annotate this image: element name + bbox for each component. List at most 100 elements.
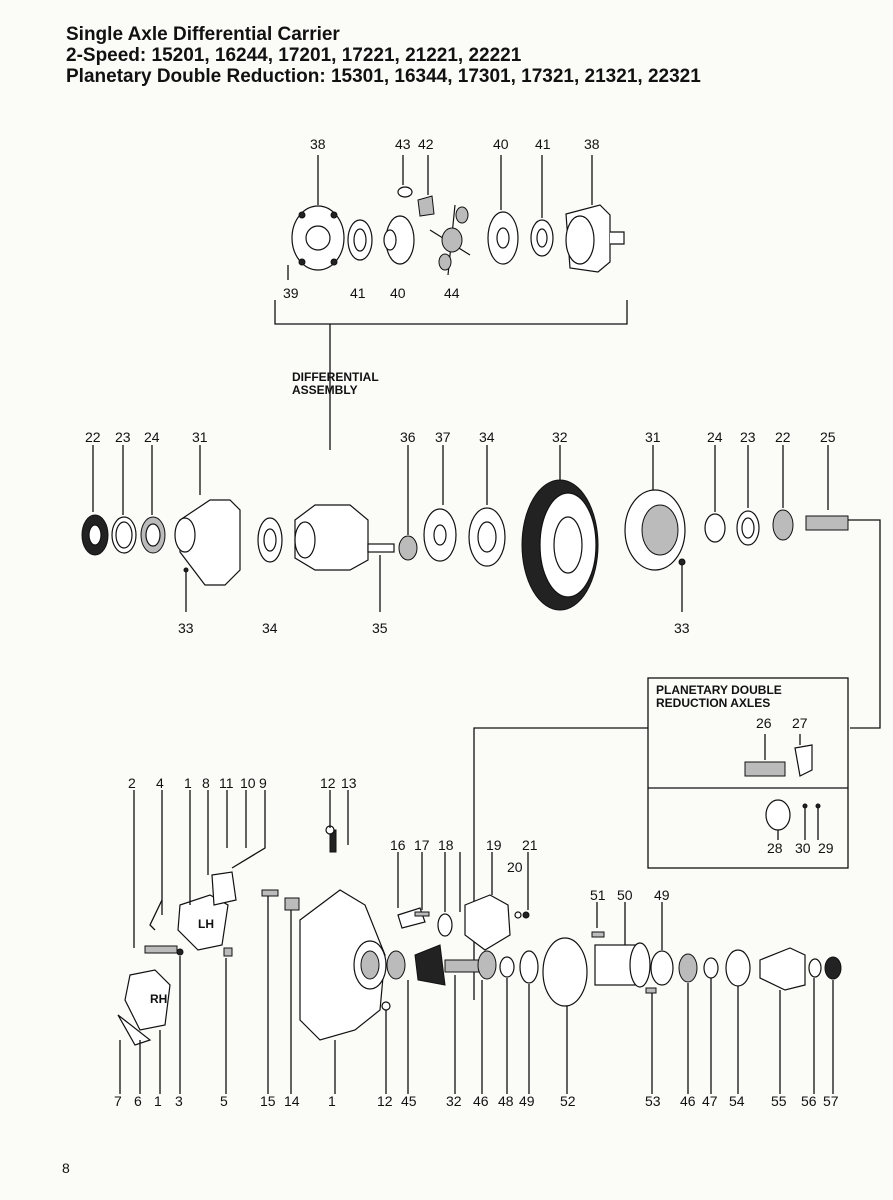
washer-34-left (257, 517, 283, 563)
callout-bottom-top-14: 20 (507, 859, 523, 875)
title-line-2: 2-Speed: 15201, 16244, 17201, 17221, 212… (66, 45, 522, 66)
pin-5 (223, 947, 233, 957)
bearing-46 (477, 950, 497, 980)
label-planetary: PLANETARY DOUBLE (656, 683, 782, 697)
plug-12b (381, 1001, 391, 1011)
label-reduction: REDUCTION AXLES (656, 696, 770, 710)
plug-21 (522, 911, 530, 919)
bearing-cone-22-left (81, 514, 109, 556)
callout-bottom-10: 32 (446, 1093, 462, 1109)
callout-bottom-top-11: 18 (438, 837, 454, 853)
diff-case-half-right (565, 204, 625, 273)
callout-bottom-8: 12 (377, 1093, 393, 1109)
callout-41a: 41 (535, 136, 551, 152)
callout-middle-2: 24 (144, 429, 160, 445)
bearing-cup-23-left (111, 516, 137, 554)
pin-35 (367, 543, 395, 553)
diff-case-half-left (291, 205, 345, 271)
spacer-47 (703, 957, 719, 979)
callout-bottom-top-1: 4 (156, 775, 164, 791)
callout-middle-4: 36 (400, 429, 416, 445)
washer-20 (514, 911, 522, 919)
callout-bottom-top-6: 9 (259, 775, 267, 791)
callout-bottom-1: 6 (134, 1093, 142, 1109)
callout-40a: 40 (493, 136, 509, 152)
callout-middle-7: 32 (552, 429, 568, 445)
bolt-15 (261, 889, 279, 897)
spacer-48 (499, 956, 515, 978)
cotter-7-6 (117, 1014, 152, 1046)
thrust-washer-41 (347, 219, 373, 261)
callout-bottom-top-5: 10 (240, 775, 256, 791)
seal-54 (725, 949, 751, 987)
callout-28: 28 (767, 840, 783, 856)
pin-17 (414, 911, 430, 917)
callout-bottom-top-16: 50 (617, 887, 633, 903)
plate-37 (423, 508, 457, 562)
bolt-53 (645, 987, 657, 994)
callout-bottom-13: 49 (519, 1093, 535, 1109)
callout-middle-16: 33 (674, 620, 690, 636)
pin-51 (591, 931, 605, 938)
callout-middle-3: 31 (192, 429, 208, 445)
adjusting-ring-24-right (704, 513, 726, 543)
callout-bottom-7: 1 (328, 1093, 336, 1109)
callout-bottom-20: 56 (801, 1093, 817, 1109)
label-assembly: ASSEMBLY (292, 383, 358, 397)
callout-26: 26 (756, 715, 772, 731)
callout-bottom-top-9: 16 (390, 837, 406, 853)
callout-bottom-top-0: 2 (128, 775, 136, 791)
callout-bottom-21: 57 (823, 1093, 839, 1109)
callout-bottom-14: 52 (560, 1093, 576, 1109)
nut-57 (824, 956, 842, 980)
roller-36 (398, 535, 418, 561)
bearing-cup-23-right (736, 510, 760, 546)
callout-bottom-12: 48 (498, 1093, 514, 1109)
callout-bottom-2: 1 (154, 1093, 162, 1109)
callout-38a: 38 (310, 136, 326, 152)
shim-52 (542, 937, 588, 1007)
callout-middle-1: 23 (115, 429, 131, 445)
title-line-1: Single Axle Differential Carrier (66, 24, 340, 45)
adjusting-ring-24-left (140, 516, 166, 554)
title-line-3: Planetary Double Reduction: 15301, 16344… (66, 66, 701, 87)
shift-unit-19 (464, 894, 511, 951)
callout-bottom-6: 14 (284, 1093, 300, 1109)
callout-bottom-top-13: 21 (522, 837, 538, 853)
callout-middle-0: 22 (85, 429, 101, 445)
label-rh: RH (150, 992, 167, 1006)
callout-bottom-15: 53 (645, 1093, 661, 1109)
washer-30 (802, 803, 808, 809)
diff-case-31-right (624, 489, 686, 571)
callout-bottom-3: 3 (175, 1093, 183, 1109)
label-lh: LH (198, 917, 214, 931)
bearing-cap-rh (124, 969, 171, 1031)
callout-middle-12: 25 (820, 429, 836, 445)
callout-bottom-9: 45 (401, 1093, 417, 1109)
callout-39: 39 (283, 285, 299, 301)
callout-29: 29 (818, 840, 834, 856)
clip-14 (284, 897, 300, 911)
callout-bottom-top-8: 13 (341, 775, 357, 791)
callout-bottom-19: 55 (771, 1093, 787, 1109)
washer-56 (808, 958, 822, 978)
lock-8 (211, 871, 237, 906)
side-gear-40 (383, 215, 415, 265)
callout-bottom-top-2: 1 (184, 775, 192, 791)
planetary-inset: PLANETARY DOUBLE REDUCTION AXLES 26 27 2… (473, 677, 849, 1000)
drive-pinion-32 (414, 944, 480, 986)
piston-18 (437, 913, 453, 937)
diff-case-31-left (174, 499, 241, 586)
callout-middle-13: 33 (178, 620, 194, 636)
callout-42: 42 (418, 136, 434, 152)
cup-49b (650, 950, 674, 986)
callout-bottom-top-4: 11 (219, 775, 234, 791)
callout-bottom-top-15: 51 (590, 887, 606, 903)
spider-44 (429, 204, 471, 276)
callout-bottom-top-12: 19 (486, 837, 502, 853)
bearing-45 (386, 950, 406, 980)
washer-3 (176, 948, 184, 956)
